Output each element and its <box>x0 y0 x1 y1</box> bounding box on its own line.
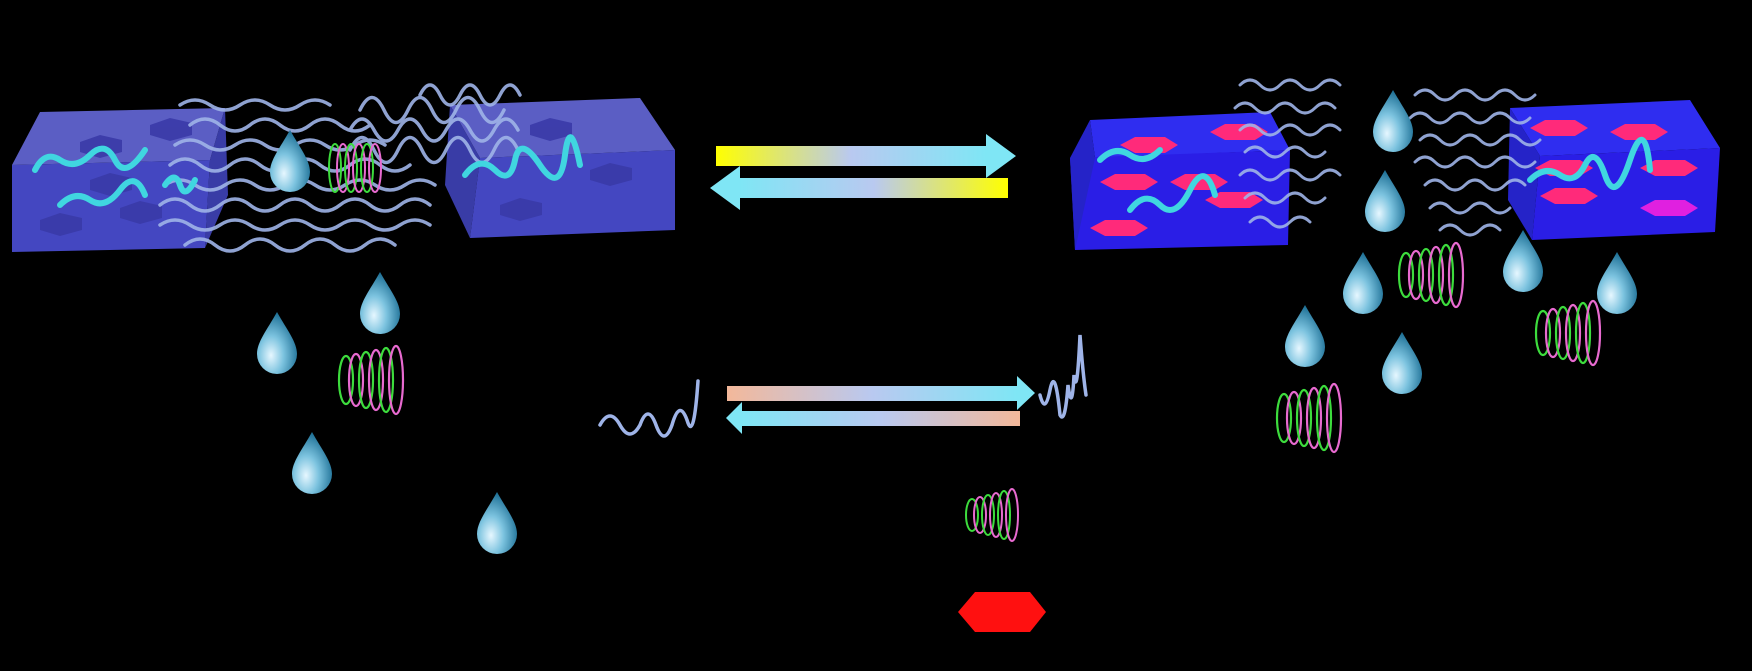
right-guest-strands <box>1097 136 1653 213</box>
water-droplet-icon <box>1503 230 1543 292</box>
top-forward-arrow <box>716 134 1016 178</box>
water-droplet-icon <box>257 312 297 374</box>
water-droplet-icon <box>1382 332 1422 394</box>
helix-coil-icon <box>965 488 1019 542</box>
hexagon-icon <box>958 592 1046 632</box>
water-droplet-icon <box>1373 90 1413 152</box>
helix-coil-icon <box>328 143 382 193</box>
wavy-chain-icon <box>598 379 700 438</box>
right-gel-state <box>1070 78 1720 454</box>
water-droplet-icon <box>477 492 517 554</box>
water-droplet-icon <box>1285 305 1325 367</box>
right-polymer-network <box>1233 78 1542 237</box>
middle-reverse-arrow <box>726 402 1020 434</box>
water-droplet-icon <box>1365 170 1405 232</box>
water-droplet-icon <box>292 432 332 494</box>
left-gel-state <box>12 83 675 554</box>
middle-forward-arrow <box>727 376 1035 410</box>
water-droplet-icon <box>270 130 310 192</box>
helix-coil-icon <box>1397 241 1465 309</box>
helix-coil-icon <box>1534 299 1602 367</box>
left-guest-strands <box>32 134 583 208</box>
top-reverse-arrow <box>710 166 1008 210</box>
wavy-chain-icon <box>1038 334 1088 419</box>
water-droplet-icon <box>1597 252 1637 314</box>
water-droplet-icon <box>1343 252 1383 314</box>
helix-coil-icon <box>1275 382 1343 454</box>
water-droplet-icon <box>360 272 400 334</box>
helix-coil-icon <box>337 344 405 416</box>
